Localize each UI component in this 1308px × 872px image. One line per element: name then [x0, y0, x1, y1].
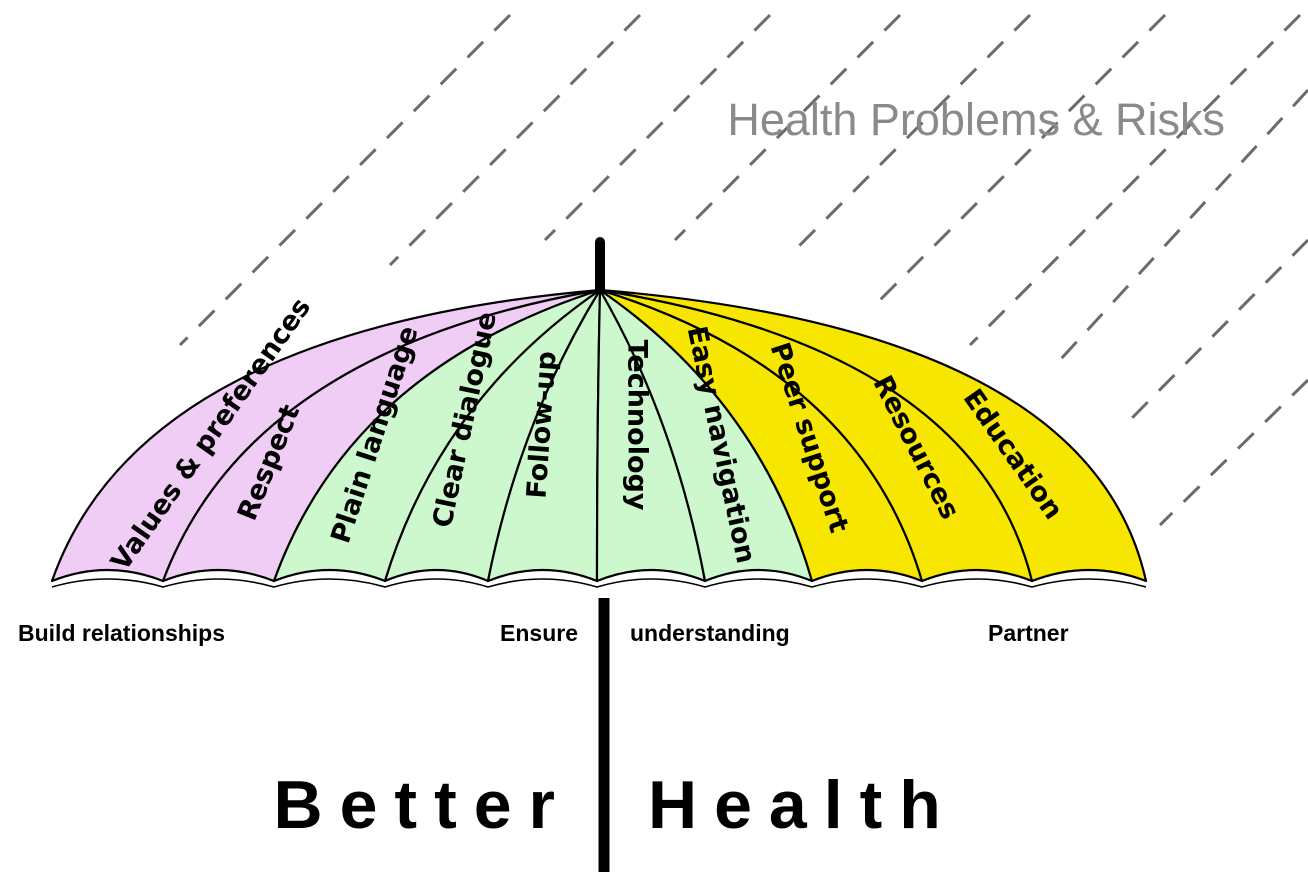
rain-streak [788, 13, 1032, 257]
rain-streak [178, 13, 512, 347]
better-text: Better [274, 767, 573, 843]
rain-streak [868, 13, 1167, 312]
canopy-hem-inner [51, 578, 1147, 588]
title-health-problems: Health Problems & Risks [727, 94, 1225, 145]
rain-streak [1128, 238, 1308, 422]
group-label-partner: Partner [988, 620, 1069, 646]
group-label-understanding: understanding [630, 620, 790, 646]
panel-label: Technology [622, 340, 653, 511]
umbrella-ribs [51, 569, 1147, 588]
group-label-ensure: Ensure [500, 620, 578, 646]
rain-streak [1058, 88, 1308, 362]
canopy-hem [51, 569, 1147, 582]
rain-streak [968, 13, 1302, 347]
rain-streak [543, 13, 772, 242]
rain-streak [388, 13, 642, 267]
group-label-build-relationships: Build relationships [18, 620, 225, 646]
rain-lines [178, 13, 1308, 527]
rain-streak [1158, 378, 1308, 527]
health-text: Health [648, 767, 958, 843]
rain-streak [673, 13, 902, 242]
umbrella-canopy [50, 288, 1148, 583]
